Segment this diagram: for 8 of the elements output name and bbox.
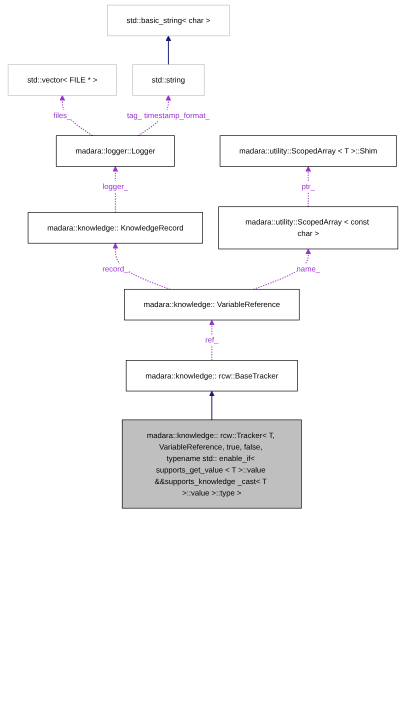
- arrow: [112, 242, 170, 290]
- arrow: [304, 166, 311, 208]
- arrow: [208, 320, 214, 361]
- arrow: [137, 95, 171, 136]
- arrow: [208, 390, 214, 420]
- arrow: [252, 248, 311, 290]
- arrow: [165, 36, 171, 66]
- arrow: [59, 95, 92, 136]
